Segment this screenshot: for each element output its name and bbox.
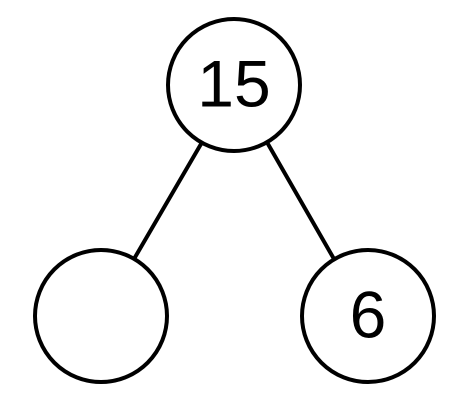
left-part-node: [33, 248, 169, 384]
whole-circle: [166, 17, 302, 153]
left-part-circle: [33, 248, 169, 384]
right-part-circle: [300, 248, 436, 384]
right-part-value: 6: [350, 277, 387, 351]
edge-whole-to-left-part: [132, 142, 203, 261]
right-part-node: 6: [300, 248, 436, 384]
whole-node: 15: [166, 17, 302, 153]
edge-whole-to-right-part: [266, 142, 336, 261]
whole-value: 15: [197, 46, 270, 120]
